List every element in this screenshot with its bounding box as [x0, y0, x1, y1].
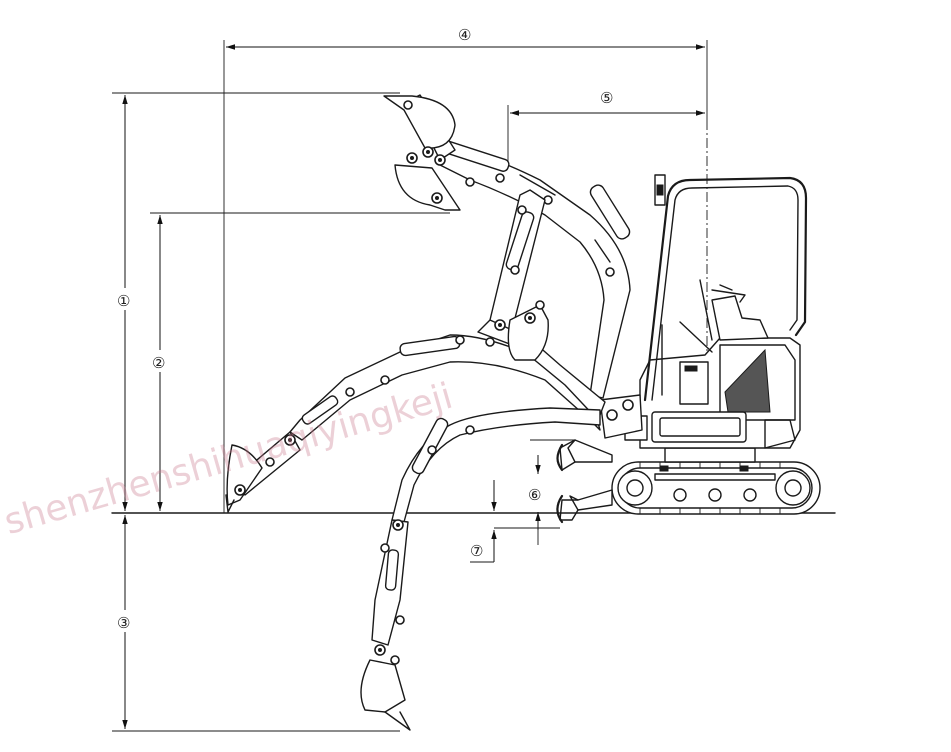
callout-4: ④ — [458, 26, 471, 44]
callout-7: ⑦ — [470, 542, 483, 560]
dimension-2: ② — [148, 212, 450, 511]
dimension-5: ⑤ — [507, 89, 705, 175]
rops-canopy — [643, 174, 808, 402]
boom-position-max-depth — [360, 407, 601, 731]
callout-3: ③ — [117, 614, 130, 632]
engine-vent-grille — [724, 348, 771, 413]
dimension-7: ⑦ — [470, 480, 560, 563]
dimension-1: ① — [112, 92, 400, 511]
callout-2: ② — [152, 354, 165, 372]
watermark: shenzhenshihuaqiyingkeji — [0, 376, 457, 543]
track-undercarriage — [611, 461, 821, 515]
dimension-4: ④ — [223, 26, 708, 513]
callout-1: ① — [117, 292, 130, 310]
dimension-6: ⑥ — [528, 439, 575, 545]
dimension-3: ③ — [112, 515, 400, 732]
upper-structure — [624, 321, 801, 463]
boom-position-max-height — [383, 94, 631, 399]
boom-position-max-reach — [225, 334, 601, 513]
boom-swing-bracket — [599, 394, 643, 439]
callout-6: ⑥ — [528, 486, 541, 504]
dozer-blade-lowered — [556, 489, 613, 524]
dozer-blade-raised — [556, 439, 613, 472]
callout-5: ⑤ — [600, 89, 613, 107]
